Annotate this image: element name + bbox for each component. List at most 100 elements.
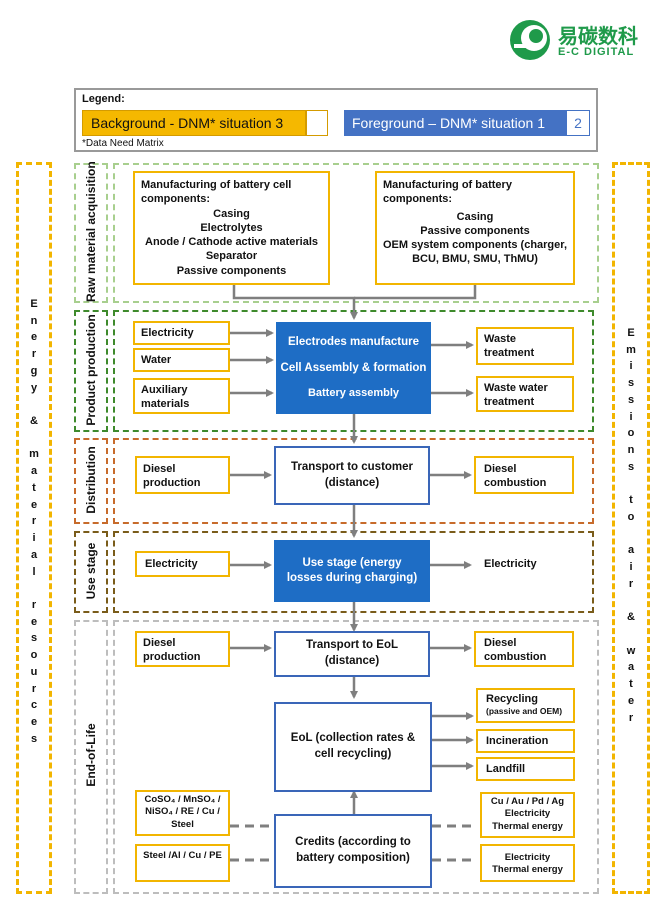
use-input: Electricity [135,551,230,577]
eol-transport: Transport to EoL (distance) [274,631,430,677]
side-letter: i [32,532,36,545]
logo: 易碳数科 E-C DIGITAL [508,18,658,64]
side-letter: E [627,327,635,339]
side-letter: r [628,711,634,724]
raw-cell-item: Electrolytes [200,221,263,234]
side-letter: n [627,444,635,457]
legend-background-value [306,110,328,136]
side-letter: E [30,298,38,310]
logo-name-en: E-C DIGITAL [558,46,635,58]
production-process-step: Cell Assembly & formation [280,361,427,374]
production-output-wastewater: Waste water treatment [476,376,574,412]
side-letter: r [31,682,37,695]
side-letter: i [629,360,633,373]
raw-battery-components-box: Manufacturing of battery components: Cas… [375,171,575,285]
eol-transport-output: Diesel combustion [474,631,574,667]
eol-landfill: Landfill [476,757,575,781]
raw-battery-item: OEM system components (charger, BCU, BMU… [383,239,567,266]
credit-output-2: Electricity Thermal energy [480,844,575,882]
production-input-water: Water [133,348,230,372]
side-letter: o [627,427,635,440]
side-letter: r [31,348,37,361]
side-letter: t [629,678,633,691]
legend-title: Legend: [82,93,125,105]
credit-input-1: CoSO₄ / MnSO₄ / NiSO₄ / RE / Cu / Steel [135,790,230,836]
production-process-step: Battery assembly [307,387,400,400]
side-letter: a [30,465,38,478]
stage-label-distribution-box [74,438,108,524]
side-letter: & [30,415,38,428]
stage-box-raw [113,163,599,303]
side-letter: t [32,481,36,494]
side-letter: e [627,694,635,707]
side-letter: a [627,544,635,557]
side-letter: w [626,644,636,657]
raw-cell-item: Passive components [176,264,287,277]
side-letter: i [629,410,633,423]
stage-label-use-box [74,531,108,613]
raw-cell-item: Casing [213,207,250,220]
raw-battery-components-title: Manufacturing of battery components: [383,179,512,206]
side-letter: t [629,494,633,507]
side-letter: o [627,510,635,523]
side-letter: n [30,314,38,327]
side-letter: m [29,448,39,461]
side-letter: r [31,598,37,611]
distribution-process: Transport to customer (distance) [274,446,430,505]
raw-cell-components-title: Manufacturing of battery cell components… [141,179,292,206]
side-letter: e [30,615,38,628]
logo-name-cn: 易碳数科 [558,24,638,48]
side-letter: & [627,611,635,624]
legend: Legend: Background - DNM* situation 3 Fo… [74,88,598,152]
legend-background: Background - DNM* situation 3 [82,110,306,136]
stage-label-eol-box [74,620,108,894]
use-process: Use stage (energy losses during charging… [274,540,430,602]
use-output: Electricity [484,558,537,570]
side-letter: e [30,715,38,728]
production-output-waste: Waste treatment [476,327,574,365]
raw-cell-components-box: Manufacturing of battery cell components… [133,171,330,285]
logo-icon [510,20,550,60]
distribution-input: Diesel production [135,456,230,494]
eol-box: EoL (collection rates & cell recycling) [274,702,432,792]
raw-cell-item: Anode / Cathode active materials [145,236,318,249]
raw-cell-item: Separator [205,250,258,263]
credit-input-2: Steel /Al / Cu / PE [135,844,230,882]
side-letter: o [30,649,38,662]
side-letter: e [30,331,38,344]
credit-output-1: Cu / Au / Pd / Ag Electricity Thermal en… [480,792,575,838]
stage-label-production-box [74,310,108,432]
side-letter: c [30,699,38,712]
production-input-electricity: Electricity [133,321,230,345]
side-letter: l [32,565,36,578]
legend-foreground-value: 2 [566,110,590,136]
legend-foreground: Foreground – DNM* situation 1 [344,110,566,136]
right-emissions-box [612,162,650,894]
stage-label-raw-box [74,163,108,303]
eol-incineration: Incineration [476,729,575,753]
raw-battery-item: Casing [456,210,494,223]
eol-input: Diesel production [135,631,230,667]
production-process-step: Electrodes manufacture [287,336,419,349]
side-letter: r [31,515,37,528]
left-resources-box [16,162,52,894]
side-letter: s [30,732,38,745]
raw-battery-item: Passive components [420,224,530,237]
eol-credits: Credits (according to battery compositio… [274,814,432,888]
side-letter: a [627,661,635,674]
side-letter: s [627,377,635,390]
production-input-auxiliary: Auxiliary materials [133,378,230,414]
side-letter: e [30,498,38,511]
distribution-output: Diesel combustion [474,456,574,494]
side-letter: u [30,665,38,678]
side-letter: y [30,381,38,394]
side-letter: s [627,393,635,406]
production-process-box: Electrodes manufacture Cell Assembly & f… [276,322,431,414]
side-letter: s [30,632,38,645]
side-letter: s [627,460,635,473]
side-letter: i [629,561,633,574]
stage-box-eol [113,620,599,894]
